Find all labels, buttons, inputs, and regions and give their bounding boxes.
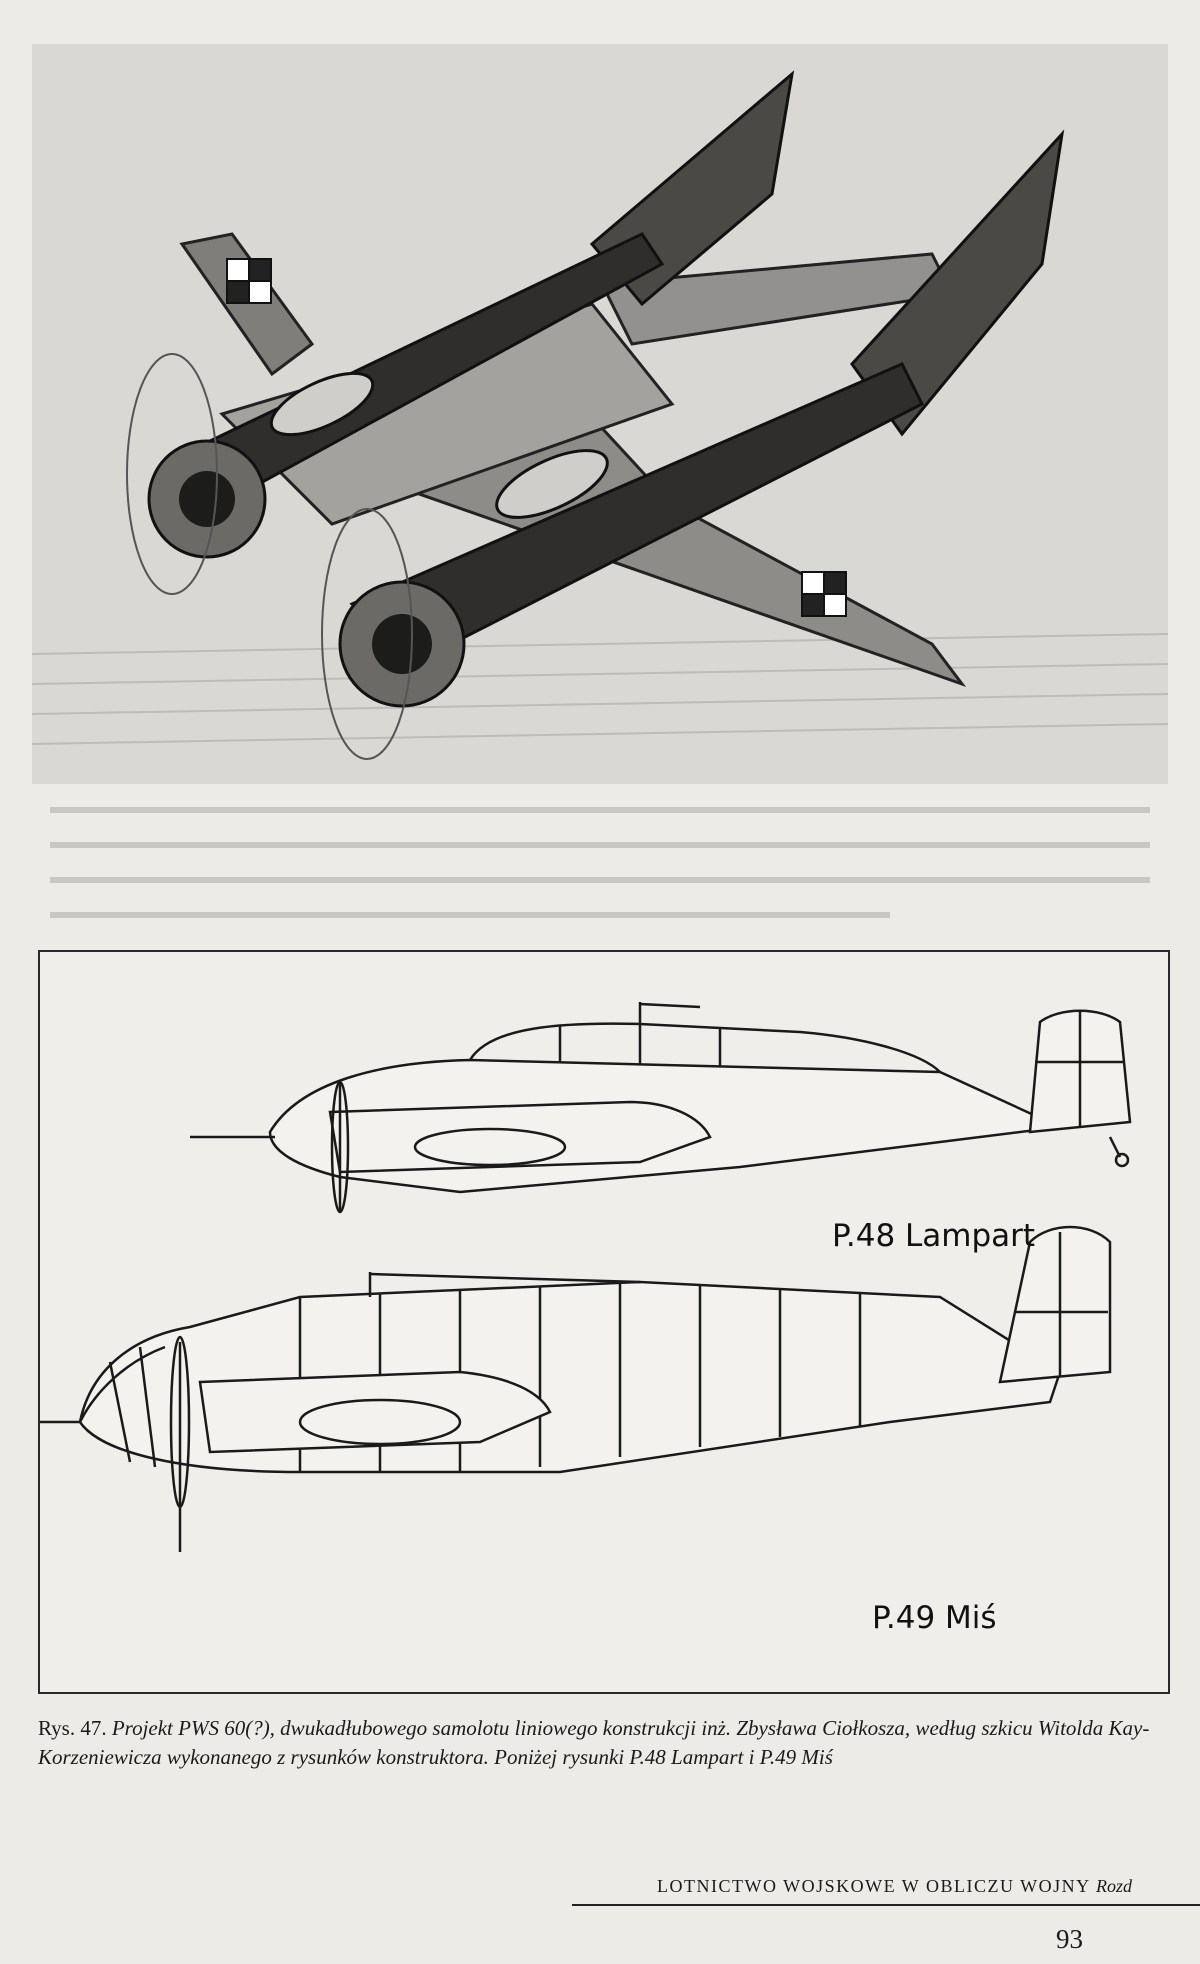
figure-caption: Rys. 47. Projekt PWS 60(?), dwukadłubowe… (38, 1714, 1178, 1772)
footer-rule (572, 1904, 1200, 1906)
p48-lampart-side-view (190, 1002, 1132, 1214)
page-number: 93 (1056, 1924, 1083, 1954)
pws60-sketch-illustration (32, 44, 1168, 784)
p49-mis-side-view (40, 1225, 1112, 1552)
caption-prefix: Rys. 47. (38, 1716, 107, 1740)
bleed-through-text (40, 790, 1160, 940)
technical-drawings-panel (38, 950, 1170, 1694)
p49-mis-label: P.49 Miś (872, 1600, 997, 1636)
running-footer: LOTNICTWO WOJSKOWE W OBLICZU WOJNY Rozd (657, 1876, 1132, 1897)
caption-text: Projekt PWS 60(?), dwukadłubowego samolo… (38, 1716, 1150, 1769)
running-head: LOTNICTWO WOJSKOWE W OBLICZU WOJNY (657, 1876, 1090, 1896)
running-head-section: Rozd (1095, 1876, 1132, 1896)
p48-lampart-label: P.48 Lampart (832, 1218, 1036, 1254)
